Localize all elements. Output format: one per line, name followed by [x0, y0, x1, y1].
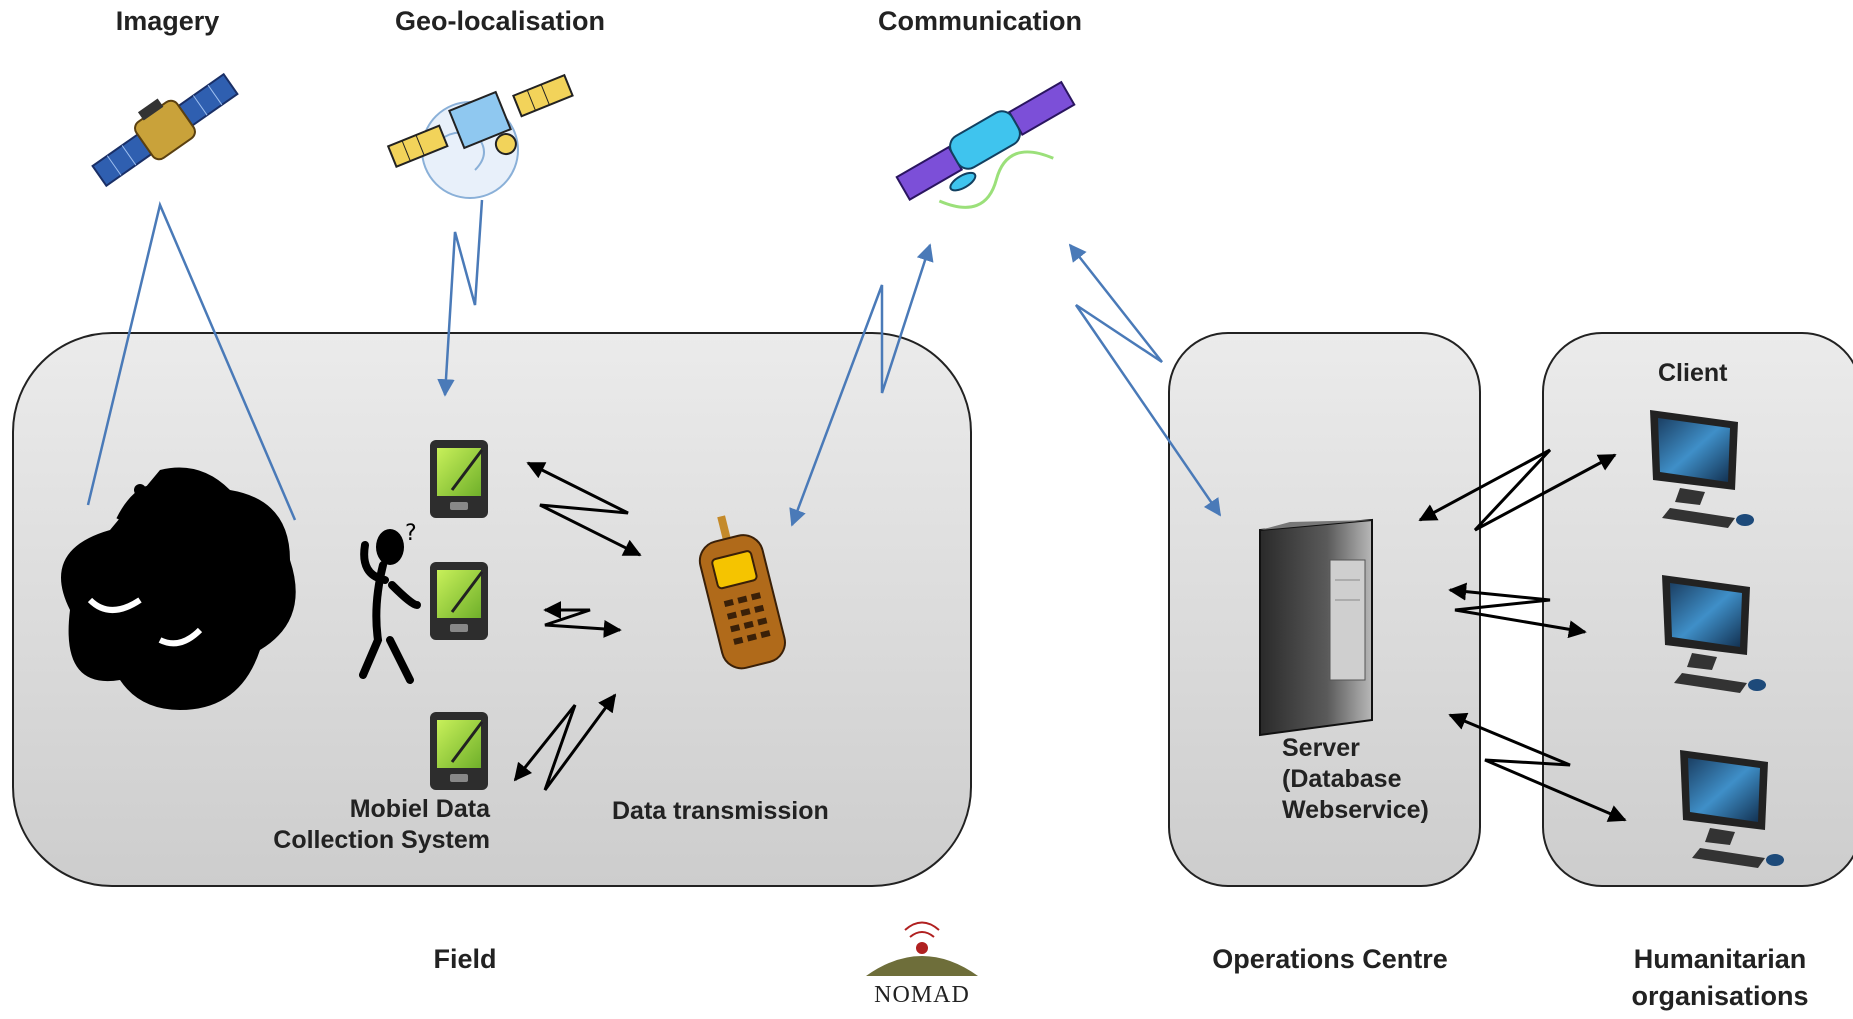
person-thinking-icon: ? — [359, 521, 421, 684]
svg-text:?: ? — [405, 521, 417, 546]
gps-satellite-icon — [386, 73, 574, 199]
pda-icon — [430, 440, 488, 518]
imagery-label: Imagery — [115, 6, 220, 36]
nomad-logo — [866, 921, 978, 976]
pda-icon — [430, 712, 488, 790]
imagery-signal-lines — [86, 201, 297, 521]
pda-icon — [430, 562, 488, 640]
imagery-satellite-icon — [91, 72, 239, 188]
mobile-phone-icon — [698, 515, 786, 670]
server-label-line2: (Database — [1282, 765, 1402, 793]
field-label: Field — [433, 944, 497, 974]
server-label-line1: Server — [1282, 734, 1360, 762]
computer-icon — [1680, 750, 1784, 868]
mobile-label-line2: Collection System — [273, 826, 490, 854]
volcano-disaster-icon — [61, 467, 296, 710]
server-client-links — [1418, 448, 1627, 822]
mobile-label-line1: Mobiel Data — [349, 795, 490, 823]
server-label-line3: Webservice) — [1282, 796, 1429, 824]
humanitarian-label-line1: Humanitarian — [1633, 944, 1807, 974]
computer-icon — [1650, 410, 1754, 528]
comm-ops-link — [1068, 243, 1222, 517]
humanitarian-label-line2: organisations — [1631, 981, 1809, 1011]
pda-phone-links — [513, 461, 642, 791]
geo-signal-line — [437, 199, 484, 397]
communication-satellite-icon — [895, 80, 1076, 209]
computer-icon — [1662, 575, 1766, 693]
nomad-logo-text: NOMAD — [874, 982, 970, 1008]
communication-label: Communication — [877, 6, 1082, 36]
comm-field-link — [789, 243, 934, 527]
server-icon — [1259, 518, 1373, 737]
client-label: Client — [1658, 359, 1728, 387]
geo-localisation-label: Geo-localisation — [394, 6, 606, 36]
operations-centre-label: Operations Centre — [1212, 944, 1448, 974]
data-transmission-label: Data transmission — [612, 797, 829, 825]
